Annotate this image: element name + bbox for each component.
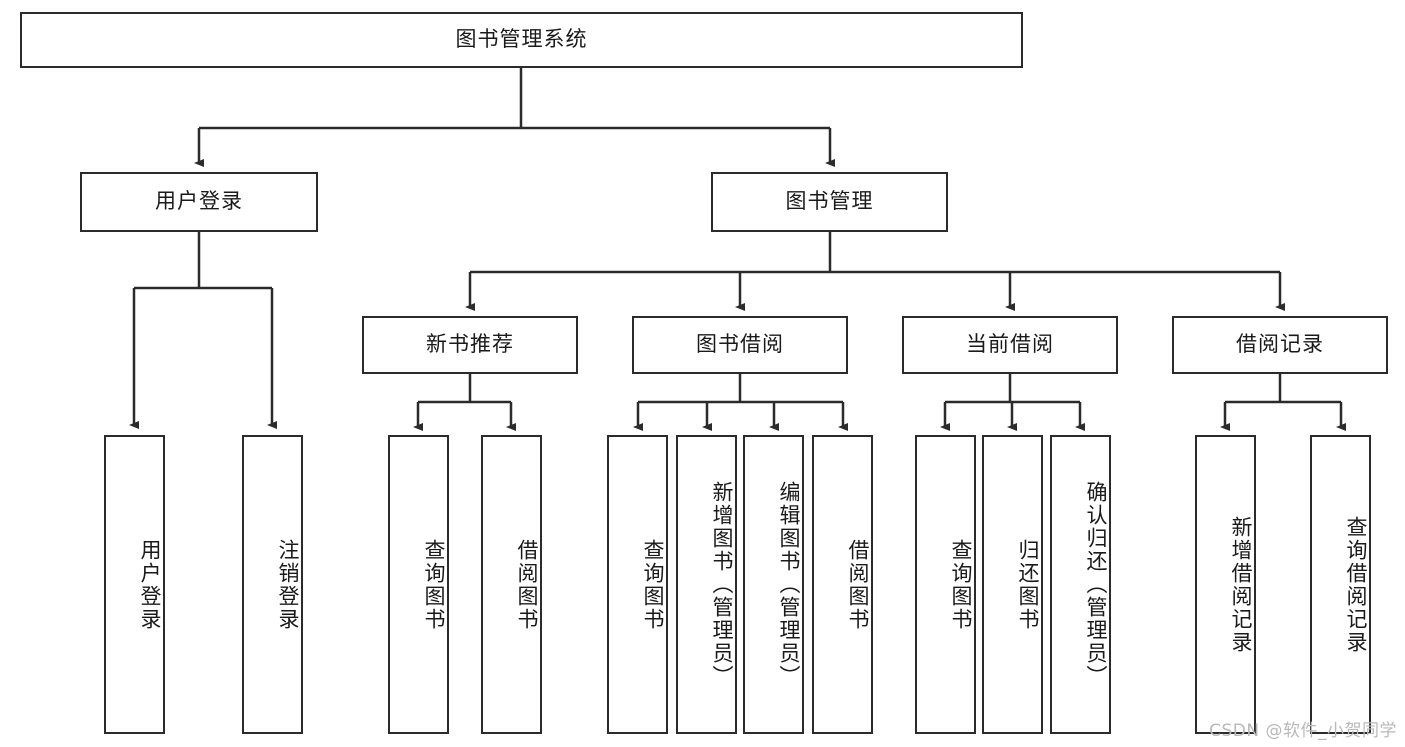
node-label: 新书推荐 (426, 332, 514, 357)
node-label: 用户登录 (155, 189, 243, 214)
node-label: 归还图书 (1016, 538, 1040, 631)
node-current-borrow[interactable]: 当前借阅 (902, 316, 1118, 374)
node-label: 新增借阅记录 (1229, 515, 1253, 654)
node-book-borrow[interactable]: 图书借阅 (632, 316, 848, 374)
node-book-manage[interactable]: 图书管理 (711, 172, 948, 232)
leaf-query-book-current[interactable]: 查询图书 (915, 435, 976, 734)
node-label: 注销登录 (276, 538, 300, 631)
node-label: 当前借阅 (966, 332, 1054, 357)
node-new-book-recommend[interactable]: 新书推荐 (362, 316, 578, 374)
leaf-query-book-recommend[interactable]: 查询图书 (388, 435, 449, 734)
leaf-query-book-borrow[interactable]: 查询图书 (607, 435, 668, 734)
leaf-return-book[interactable]: 归还图书 (982, 435, 1043, 734)
leaf-borrow-book[interactable]: 借阅图书 (812, 435, 873, 734)
leaf-add-borrow-record[interactable]: 新增借阅记录 (1195, 435, 1256, 734)
leaf-edit-book-admin[interactable]: 编辑图书（管理员） (743, 435, 804, 734)
node-label: 借阅图书 (515, 538, 539, 631)
node-label: 查询图书 (422, 538, 446, 631)
leaf-logout-login[interactable]: 注销登录 (242, 435, 303, 734)
node-label: 用户登录 (138, 538, 162, 631)
leaf-add-book-admin[interactable]: 新增图书（管理员） (676, 435, 737, 734)
leaf-query-borrow-record[interactable]: 查询借阅记录 (1310, 435, 1371, 734)
node-label: 查询图书 (641, 538, 665, 631)
node-label: 查询图书 (949, 538, 973, 631)
node-label: 借阅图书 (846, 538, 870, 631)
node-user-login[interactable]: 用户登录 (80, 172, 318, 232)
leaf-confirm-return-admin[interactable]: 确认归还（管理员） (1050, 435, 1111, 734)
node-root-book-management-system[interactable]: 图书管理系统 (20, 12, 1023, 68)
node-label: 图书管理系统 (455, 27, 588, 52)
csdn-watermark: CSDN @软件_小贺同学 (1209, 721, 1397, 741)
node-label: 查询借阅记录 (1344, 515, 1368, 654)
leaf-user-login[interactable]: 用户登录 (104, 435, 165, 734)
leaf-borrow-book-recommend[interactable]: 借阅图书 (481, 435, 542, 734)
node-borrow-record[interactable]: 借阅记录 (1172, 316, 1388, 374)
node-label: 图书借阅 (696, 332, 784, 357)
node-label: 借阅记录 (1236, 332, 1324, 357)
node-label: 新增图书（管理员） (710, 481, 734, 688)
node-label: 确认归还（管理员） (1084, 481, 1108, 688)
node-label: 图书管理 (785, 189, 874, 214)
node-label: 编辑图书（管理员） (777, 481, 801, 688)
